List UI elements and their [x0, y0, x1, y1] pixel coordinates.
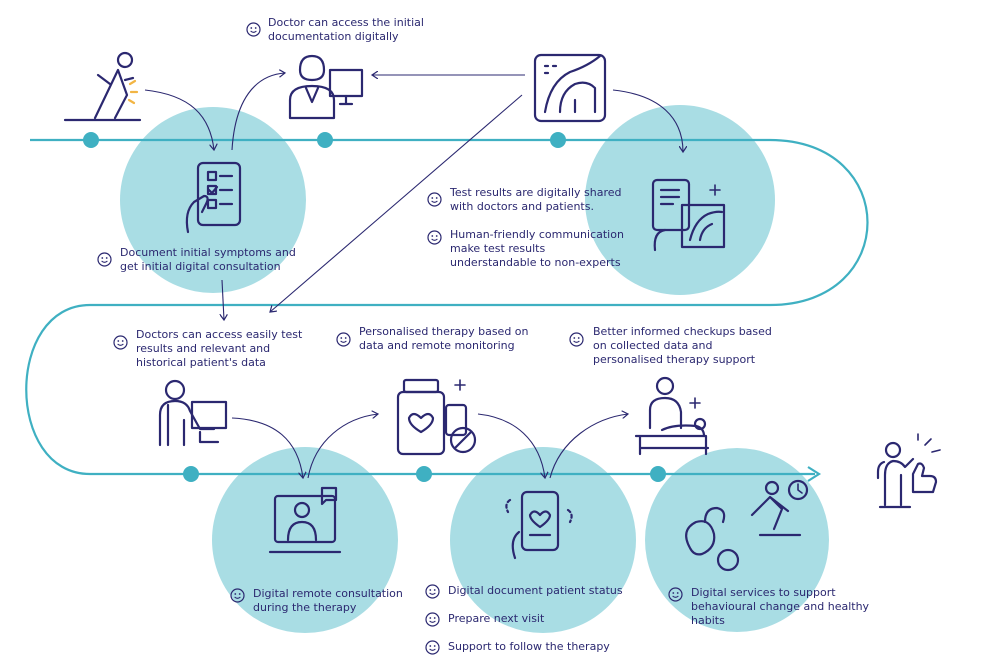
- circle-healthy-habits: [645, 448, 829, 632]
- journey-node: [83, 132, 99, 148]
- journey-node: [183, 466, 199, 482]
- smiley-icon: [230, 588, 245, 603]
- smiley-icon: [427, 230, 442, 245]
- doctor-computer-icon: [288, 54, 364, 120]
- caption-personalised-therapy: Personalised therapy based on data and r…: [359, 325, 529, 352]
- connector-arrows: [144, 73, 683, 479]
- circle-shared-test-results: [585, 105, 775, 295]
- tablet-results-icon: [651, 178, 726, 252]
- caption-document-symptoms: Document initial symptoms and get initia…: [120, 246, 296, 273]
- journey-path: [25, 138, 869, 476]
- smiley-icon: [425, 640, 440, 655]
- arrow-remote-to-therapy: [307, 414, 378, 479]
- caption-human-friendly: Human-friendly communication make test r…: [450, 228, 624, 269]
- doctor-patient-bed-icon: [634, 376, 710, 456]
- journey-end-arrow-icon: [807, 466, 822, 482]
- arrow-checklist-to-review: [222, 279, 224, 320]
- arrow-therapy-to-status: [477, 413, 545, 478]
- thumbs-up-person-icon: [876, 433, 941, 509]
- arrow-pain-to-checklist: [144, 89, 214, 150]
- smiley-icon: [425, 584, 440, 599]
- smiley-icon: [569, 332, 584, 347]
- medicine-jar-icon: [396, 378, 477, 456]
- smiley-icon: [427, 192, 442, 207]
- exercise-vegetables-icon: [685, 479, 809, 572]
- journey-node: [650, 466, 666, 482]
- arrow-scan-to-tablet: [612, 89, 683, 152]
- journey-nodes: [83, 132, 666, 482]
- person-in-pain-icon: [63, 51, 142, 122]
- phone-heart-icon: [505, 490, 573, 560]
- smiley-icon: [668, 587, 683, 602]
- stage-circles: [120, 105, 829, 633]
- caption-digital-document: Digital document patient status: [448, 584, 623, 597]
- arrow-status-to-checkup: [549, 414, 628, 479]
- arrow-review-to-remote: [231, 417, 303, 478]
- smiley-icon: [246, 22, 261, 37]
- journey-node: [550, 132, 566, 148]
- journey-node: [416, 466, 432, 482]
- caption-remote-consultation: Digital remote consultation during the t…: [253, 587, 403, 614]
- video-consultation-icon: [268, 486, 342, 554]
- smiley-icon: [336, 332, 351, 347]
- circle-digital-status: [450, 447, 636, 633]
- x-ray-scan-icon: [533, 53, 607, 123]
- smiley-icon: [113, 335, 128, 350]
- caption-support-therapy: Support to follow the therapy: [448, 640, 610, 653]
- circle-remote-consultation: [212, 447, 398, 633]
- caption-digital-services: Digital services to support behavioural …: [691, 586, 870, 627]
- doctor-desk-icon: [158, 379, 228, 447]
- smiley-icon: [425, 612, 440, 627]
- arrow-scan-to-review: [270, 94, 523, 312]
- phone-checklist-icon: [185, 161, 242, 234]
- smiley-icon: [97, 252, 112, 267]
- caption-doctors-access-test: Doctors can access easily test results a…: [136, 328, 303, 369]
- journey-node: [317, 132, 333, 148]
- caption-doctor-access: Doctor can access the initial documentat…: [268, 16, 424, 43]
- arrow-checklist-to-doctor: [231, 73, 285, 151]
- caption-prepare-visit: Prepare next visit: [448, 612, 545, 625]
- caption-better-checkups: Better informed checkups based on collec…: [593, 325, 772, 366]
- caption-test-results-shared: Test results are digitally shared with d…: [450, 186, 622, 213]
